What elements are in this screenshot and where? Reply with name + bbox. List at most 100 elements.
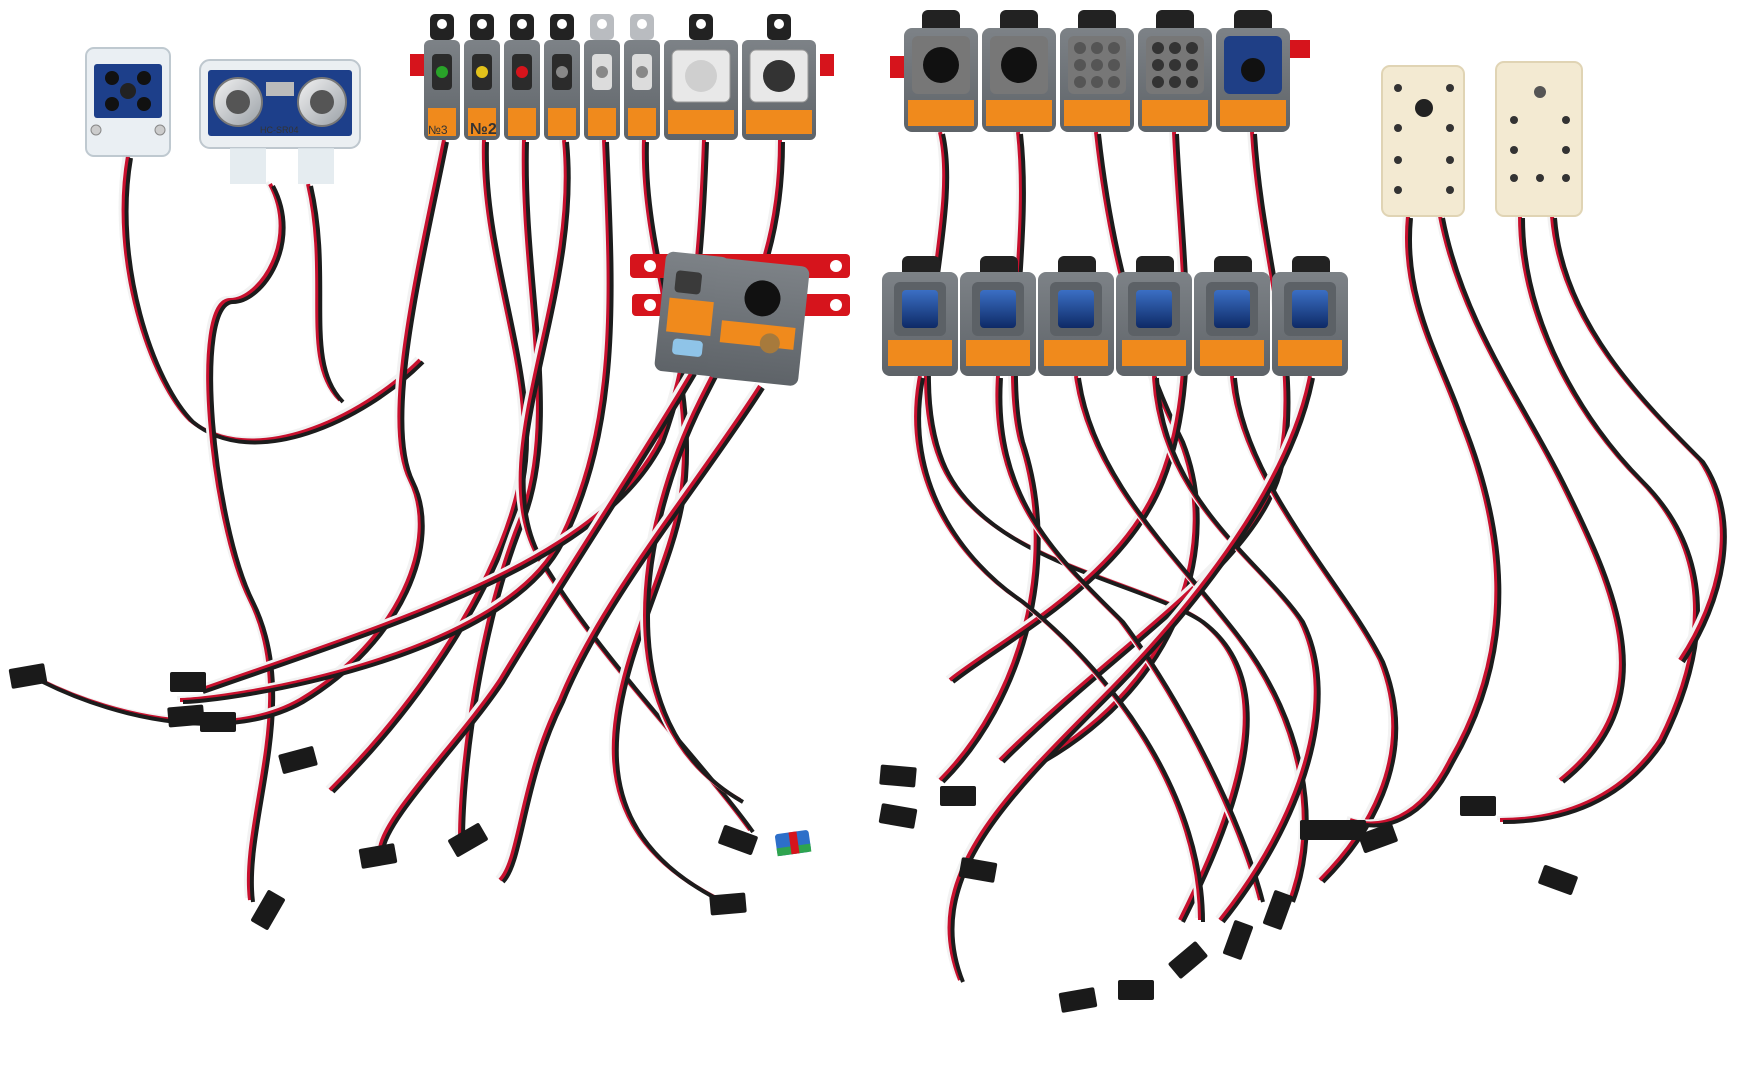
wire-black (209, 185, 286, 903)
wire-red (948, 131, 1187, 682)
servo-connector (718, 825, 758, 855)
led (516, 66, 528, 78)
orange-label (986, 100, 1052, 126)
servo-cable (1435, 213, 1626, 784)
servo-cable (36, 137, 449, 726)
servo-connector (1263, 890, 1293, 930)
wire-black (1553, 217, 1727, 664)
keypad-button (1186, 59, 1198, 71)
orange-label (1200, 340, 1264, 366)
red-stub (1290, 40, 1310, 58)
servo-cables (36, 129, 1727, 983)
keypad-button (1152, 42, 1164, 54)
servo-cable (1227, 373, 1399, 884)
orange-label (468, 108, 496, 136)
servo-cable (944, 373, 1315, 983)
servo-connector (878, 803, 918, 829)
wire-black (951, 133, 1190, 684)
cable-connectors (8, 663, 1578, 1013)
wire-red (121, 155, 422, 443)
servo-connector (200, 712, 236, 732)
mount-hole (517, 19, 527, 29)
blue-lens (980, 290, 1016, 328)
wire-red (1074, 375, 1306, 901)
wire-black (309, 185, 345, 404)
wire-black (1155, 377, 1321, 924)
wire-white (203, 181, 280, 899)
sensor-element (1241, 58, 1265, 82)
wire-white (495, 382, 759, 880)
servo-connector (1300, 820, 1336, 840)
servo-connector (170, 672, 206, 692)
wire-white (118, 153, 419, 441)
wire-red (947, 375, 1312, 981)
mount-hole (557, 19, 567, 29)
wire-white (935, 129, 1035, 780)
servo-connector (1538, 865, 1578, 895)
orange-label (548, 108, 576, 136)
servo-cable (992, 373, 1265, 903)
wire-black (1042, 133, 1200, 764)
mount-hole (637, 19, 647, 29)
wire-white (945, 129, 1184, 680)
sensor-module (1060, 10, 1134, 132)
sensor-element (685, 60, 717, 92)
sensor-module (982, 10, 1056, 132)
servo-connector (1358, 823, 1398, 853)
orange-label (428, 108, 456, 136)
servo-cable (1346, 213, 1502, 828)
keypad-button (1169, 59, 1181, 71)
blue-lens (1058, 290, 1094, 328)
led (636, 66, 648, 78)
blue-lens-sensor-modules (882, 256, 1348, 376)
wire-red (1349, 215, 1499, 826)
orange-label (668, 110, 734, 134)
mount-hole (696, 19, 706, 29)
middle-module-pair (630, 251, 850, 386)
keypad-button (1108, 59, 1120, 71)
keypad-button (1108, 42, 1120, 54)
wire-red (39, 139, 446, 724)
wire-white (196, 137, 703, 690)
mount-hole (774, 19, 784, 29)
blue-lens (1292, 290, 1328, 328)
wire-white (1496, 213, 1694, 820)
sensor-module (1038, 256, 1114, 376)
servo-cable (303, 181, 345, 404)
orange-label (1278, 340, 1342, 366)
wire-black (381, 372, 697, 853)
orange-label (1142, 100, 1208, 126)
wire-red (1152, 375, 1318, 922)
orange-label (1044, 340, 1108, 366)
blue-lens (1136, 290, 1172, 328)
mount-hole (477, 19, 487, 29)
blue-lens (1214, 290, 1250, 328)
sensor-module (624, 14, 660, 140)
wire-red (498, 384, 762, 882)
servo-cable (1547, 213, 1727, 664)
sensor-module (1272, 256, 1348, 376)
sensor-module (544, 14, 580, 140)
keypad-button (1091, 42, 1103, 54)
servo-cable (945, 129, 1190, 684)
servo-connector (358, 843, 398, 869)
sensor-module (464, 14, 500, 140)
wire-red (1039, 131, 1197, 762)
wire-black (331, 141, 530, 794)
servo-connector (1330, 820, 1366, 840)
keypad-button (1152, 59, 1164, 71)
sensor-module (664, 14, 738, 140)
wire-red (206, 183, 283, 901)
wire-white (1346, 213, 1496, 824)
top-right-sensor-modules (890, 10, 1310, 132)
servo-connector (940, 786, 976, 806)
servo-cable (1496, 213, 1700, 824)
orange-label (1122, 340, 1186, 366)
rgb-led-connector (775, 830, 812, 857)
orange-label (888, 340, 952, 366)
sensor-element (763, 60, 795, 92)
led (476, 66, 488, 78)
servo-connector (879, 764, 917, 788)
